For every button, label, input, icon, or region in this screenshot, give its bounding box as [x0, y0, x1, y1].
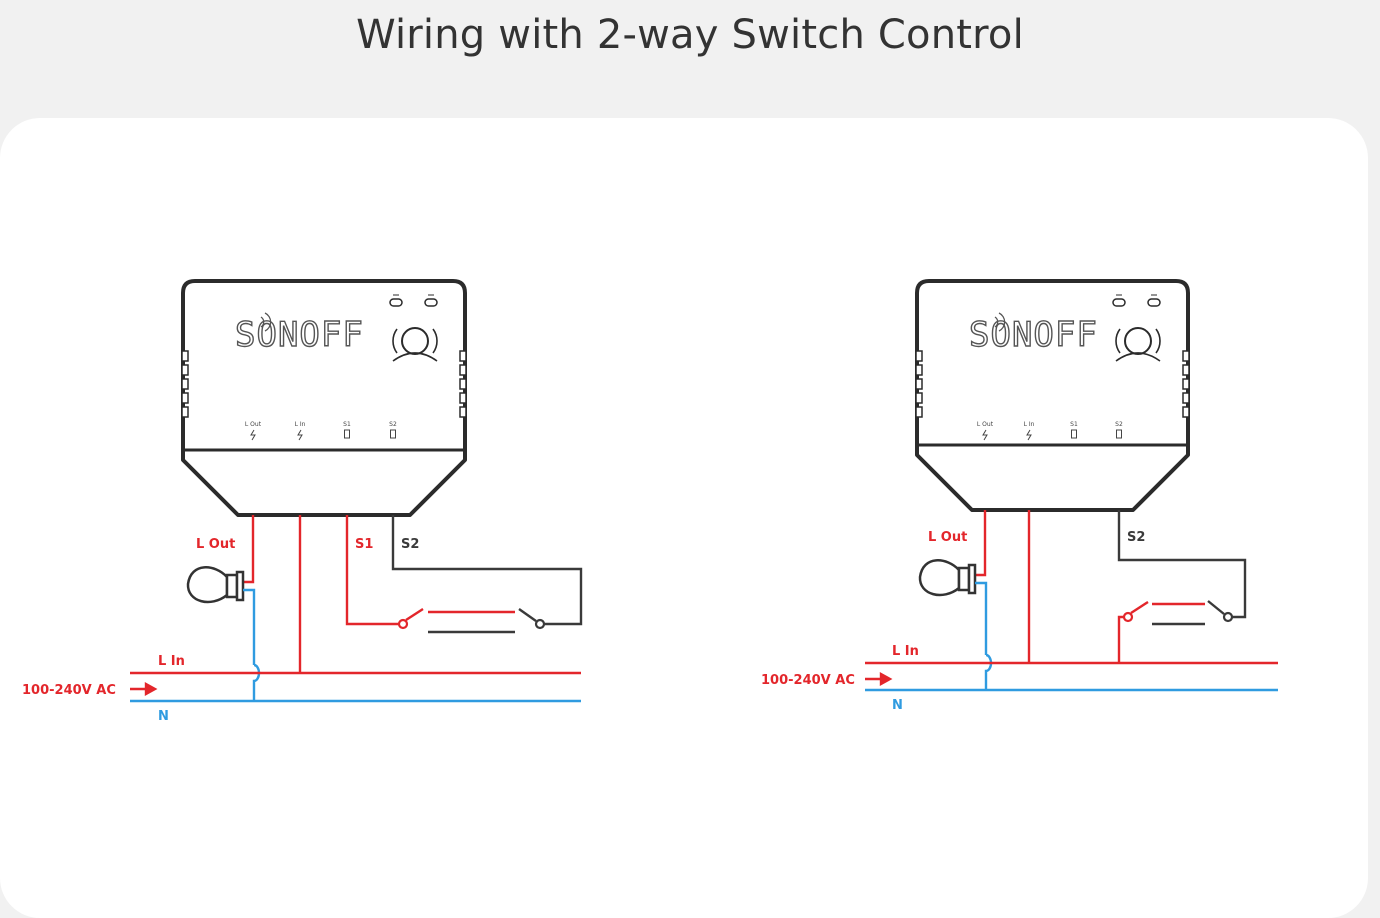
vent-left: [915, 392, 923, 404]
wire-l-out: [975, 510, 987, 577]
vent-right: [1182, 378, 1190, 390]
switch-lever-icon: [1130, 600, 1149, 615]
button-ring-icon: [1115, 328, 1161, 362]
lightning-icon: [297, 429, 303, 441]
pairing-button-icon: [1124, 327, 1152, 355]
vent-right: [1182, 406, 1190, 418]
lightning-icon: [982, 429, 988, 441]
bulb-cap-icon: [235, 570, 245, 602]
wifi-led-icon: [1112, 298, 1126, 307]
vent-left: [915, 350, 923, 362]
vent-right: [459, 364, 467, 376]
vent-left: [915, 378, 923, 390]
switch-terminal-icon: [390, 429, 396, 439]
switch-contact-icon: [1122, 611, 1134, 623]
terminal-label: S1: [1070, 421, 1078, 428]
vent-right: [1182, 350, 1190, 362]
vent-left: [181, 350, 189, 362]
arrow-right-icon: [865, 671, 893, 687]
wifi-icon: [260, 312, 272, 332]
pairing-button-icon: [401, 327, 429, 355]
vent-right: [459, 406, 467, 418]
vent-right: [459, 378, 467, 390]
lightning-icon: [250, 429, 256, 441]
label-supply: 100-240V AC: [22, 683, 116, 698]
wire-s2: [1117, 510, 1247, 619]
bulb-cap-icon: [967, 563, 977, 595]
label-l-out: L Out: [928, 530, 967, 545]
brand-logo: SONOFF: [235, 315, 364, 355]
button-ring-icon: [392, 328, 438, 362]
wire-hop: [984, 653, 993, 690]
vent-left: [181, 364, 189, 376]
switch-terminal-icon: [1071, 429, 1077, 439]
switch-contact-icon: [534, 618, 546, 630]
bulb-glass-icon: [186, 566, 229, 604]
terminal-label: S2: [1115, 421, 1123, 428]
bulb-glass-icon: [918, 559, 961, 597]
wifi-icon: [994, 312, 1006, 332]
power-led-icon: [1147, 298, 1161, 307]
wire-switch-feed: [1117, 615, 1124, 663]
vent-right: [459, 350, 467, 362]
vent-right: [1182, 392, 1190, 404]
page-title: Wiring with 2-way Switch Control: [356, 12, 1024, 58]
switch-terminal-icon: [1116, 429, 1122, 439]
vent-left: [181, 392, 189, 404]
wire-l-out: [243, 515, 255, 584]
label-supply: 100-240V AC: [761, 673, 855, 688]
switch-lever-icon: [518, 608, 537, 622]
label-s2: S2: [401, 537, 419, 552]
terminal-label: S1: [343, 421, 351, 428]
bulb-base-icon: [225, 573, 239, 599]
switch-contact-icon: [1222, 611, 1234, 623]
brand-logo: SONOFF: [969, 315, 1098, 355]
wire-hop: [252, 663, 261, 701]
label-l-out: L Out: [196, 537, 235, 552]
vent-right: [459, 392, 467, 404]
label-n: N: [892, 698, 903, 713]
switch-terminal-icon: [344, 429, 350, 439]
switch-lever-icon: [1207, 600, 1225, 615]
device-body: [915, 279, 1190, 512]
label-s1: S1: [355, 537, 373, 552]
label-l-in: L In: [892, 644, 919, 659]
terminal-label: L Out: [977, 421, 994, 428]
label-s2: S2: [1127, 530, 1145, 545]
terminal-label: S2: [389, 421, 397, 428]
terminal-label: L In: [295, 421, 306, 428]
terminal-label: L Out: [245, 421, 262, 428]
switch-lever-icon: [405, 607, 424, 622]
arrow-right-icon: [130, 681, 158, 697]
wire-neutral-lamp: [243, 588, 256, 665]
diagram-card: [0, 118, 1368, 918]
wire-s1: [345, 515, 399, 626]
label-l-in: L In: [158, 654, 185, 669]
vent-right: [1182, 364, 1190, 376]
wire-s2: [391, 515, 583, 626]
switch-contact-icon: [397, 618, 409, 630]
terminal-label: L In: [1024, 421, 1035, 428]
vent-left: [181, 406, 189, 418]
label-n: N: [158, 709, 169, 724]
vent-left: [915, 364, 923, 376]
bulb-base-icon: [957, 566, 971, 592]
wifi-led-icon: [389, 298, 403, 307]
device-body: [181, 279, 467, 517]
power-led-icon: [424, 298, 438, 307]
vent-left: [181, 378, 189, 390]
lightning-icon: [1026, 429, 1032, 441]
wire-neutral-lamp: [975, 581, 988, 655]
vent-left: [915, 406, 923, 418]
